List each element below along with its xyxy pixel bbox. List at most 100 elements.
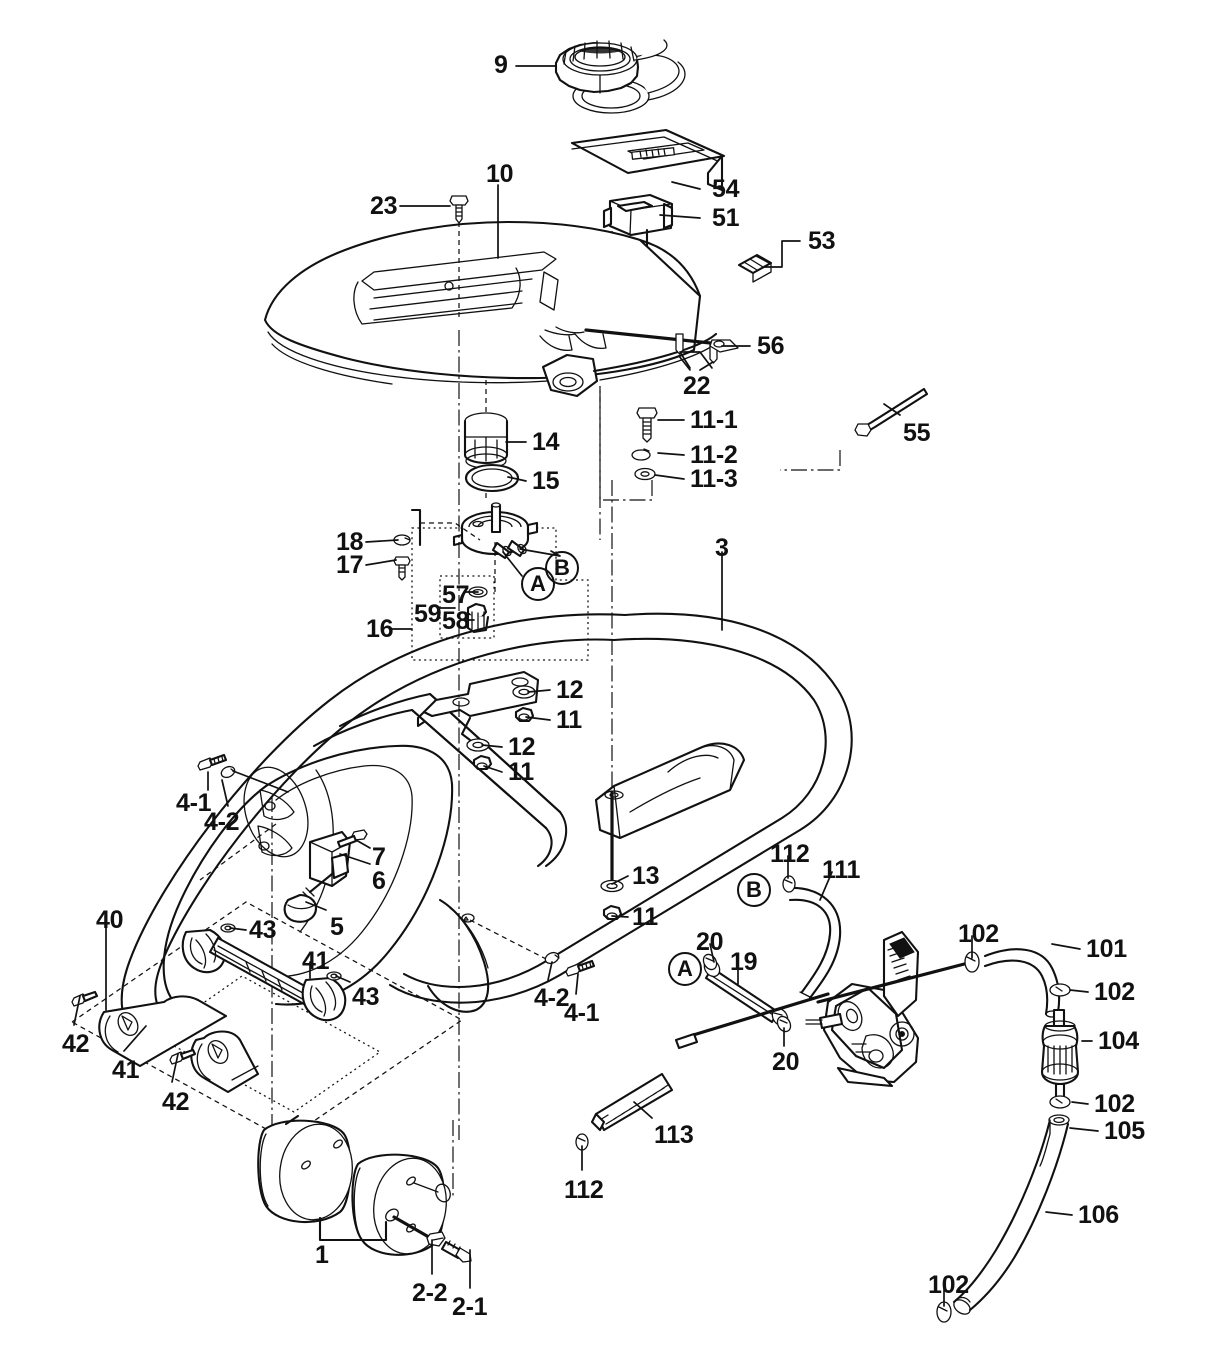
- callout-label-17: 17: [336, 551, 364, 579]
- clip-102-b: [1049, 983, 1071, 997]
- part-2-2-washer: [426, 1231, 446, 1247]
- callout-label-11-1: 11-1: [690, 406, 738, 434]
- leader-line-53: [763, 240, 801, 268]
- part-17-screw: [393, 556, 411, 581]
- callout-label-51: 51: [712, 204, 740, 232]
- part-104-fuel-filter: [1040, 1008, 1080, 1100]
- callout-label-1: 1: [315, 1241, 329, 1269]
- leader-line-101: [1051, 943, 1081, 950]
- callout-label-6: 6: [372, 867, 386, 895]
- callout-label-7: 7: [372, 843, 386, 871]
- callout-label-4-2: 4-2: [204, 808, 240, 836]
- part-111-hose: [784, 886, 842, 1000]
- circled-ref-rA-tank: A: [521, 567, 555, 601]
- leader-line-102: [1069, 989, 1089, 993]
- leader-line-12: [527, 689, 551, 693]
- callout-leaders: [73, 65, 1099, 1307]
- leader-line-55: [883, 403, 901, 416]
- hardware-4-1-right: [565, 959, 596, 977]
- circled-ref-rB-fuel: B: [737, 873, 771, 907]
- callout-label-16: 16: [366, 615, 394, 643]
- leader-line-17: [365, 559, 397, 566]
- part-11-1-bolt: [636, 407, 658, 443]
- callout-label-54: 54: [712, 175, 740, 203]
- deck-mount-right: [594, 742, 746, 840]
- callout-label-112: 112: [770, 840, 810, 868]
- leader-line-43: [335, 975, 351, 983]
- bracket-leader-bend: [460, 716, 472, 742]
- leader-line-43: [229, 927, 247, 931]
- callout-label-18: 18: [336, 528, 364, 556]
- callout-label-3: 3: [715, 534, 729, 562]
- callout-label-11: 11: [508, 758, 534, 786]
- leader-line-20: [709, 943, 715, 963]
- callout-label-43: 43: [352, 983, 380, 1011]
- leader-line-4-2: [547, 961, 553, 981]
- callout-label-55: 55: [903, 419, 931, 447]
- leader-line-11-3: [654, 474, 685, 480]
- leader-4-left: [232, 770, 289, 793]
- callout-label-102: 102: [1094, 978, 1135, 1006]
- callout-label-11: 11: [632, 903, 658, 931]
- leader-line-11: [611, 915, 629, 918]
- part-22-pins: [584, 328, 739, 371]
- leader-line-12: [481, 744, 503, 748]
- leader-line-106: [1045, 1211, 1073, 1216]
- hardware-4-1-left: [197, 753, 228, 771]
- circled-ref-rB-tank: B: [545, 551, 579, 585]
- leader-line-11: [525, 716, 551, 721]
- callout-label-12: 12: [556, 676, 584, 704]
- deck-shroud-right: [426, 898, 553, 1013]
- callout-label-4-1: 4-1: [176, 789, 212, 817]
- callout-label-20: 20: [772, 1048, 800, 1076]
- callout-label-53: 53: [808, 227, 836, 255]
- hardware-13-washer: [600, 879, 624, 893]
- callout-label-14: 14: [532, 428, 560, 456]
- callout-label-11-2: 11-2: [690, 441, 738, 469]
- leader-line-13: [611, 875, 629, 885]
- leader-line-11-2: [657, 452, 685, 456]
- part-19-damper: [703, 958, 789, 1027]
- part-1-rollers: [257, 1114, 454, 1256]
- leader-line-51: [659, 214, 701, 219]
- callout-label-102: 102: [928, 1271, 969, 1299]
- group-16-outline: [411, 527, 589, 661]
- leader-line-4-2: [221, 779, 229, 807]
- group-59-outline: [439, 575, 495, 639]
- callout-label-58: 58: [442, 607, 470, 635]
- part-11-3-washer: [634, 467, 656, 481]
- fuel-valve-assembly: [410, 502, 561, 596]
- part-9-fuel-cap: [554, 39, 686, 114]
- part-23-screw: [449, 195, 469, 318]
- callout-label-41: 41: [112, 1056, 140, 1084]
- part-5-knob: [283, 872, 334, 923]
- leader-line-22: [679, 351, 713, 369]
- centerline-11-group: [780, 450, 841, 471]
- part-14-fuel-filter: [463, 380, 509, 500]
- callout-label-104: 104: [1098, 1027, 1139, 1055]
- hardware-4-2-right: [544, 951, 560, 965]
- leader-line-42: [171, 1053, 179, 1083]
- part-54-plate: [570, 128, 726, 192]
- callout-label-4-2: 4-2: [534, 984, 570, 1012]
- circled-ref-rA-fuel: A: [668, 952, 702, 986]
- callout-label-9: 9: [494, 51, 508, 79]
- callout-label-15: 15: [532, 467, 560, 495]
- callout-label-111: 111: [822, 856, 861, 884]
- callout-label-106: 106: [1078, 1201, 1119, 1229]
- part-2-1-bolt: [440, 1240, 472, 1263]
- callout-label-5: 5: [330, 913, 344, 941]
- leader-line-7: [355, 839, 371, 849]
- roller-assembly-lower: [98, 995, 260, 1094]
- clip-20-b: [776, 1015, 792, 1033]
- callout-label-102: 102: [958, 920, 999, 948]
- part-7-bolt: [336, 829, 368, 849]
- callout-label-40: 40: [96, 906, 124, 934]
- leader-line-105: [1069, 1127, 1099, 1132]
- leader-line-42: [73, 995, 81, 1026]
- hardware-42-a: [71, 990, 99, 1007]
- carburetor-assembly: [805, 930, 920, 1088]
- leader-line-111: [819, 871, 833, 901]
